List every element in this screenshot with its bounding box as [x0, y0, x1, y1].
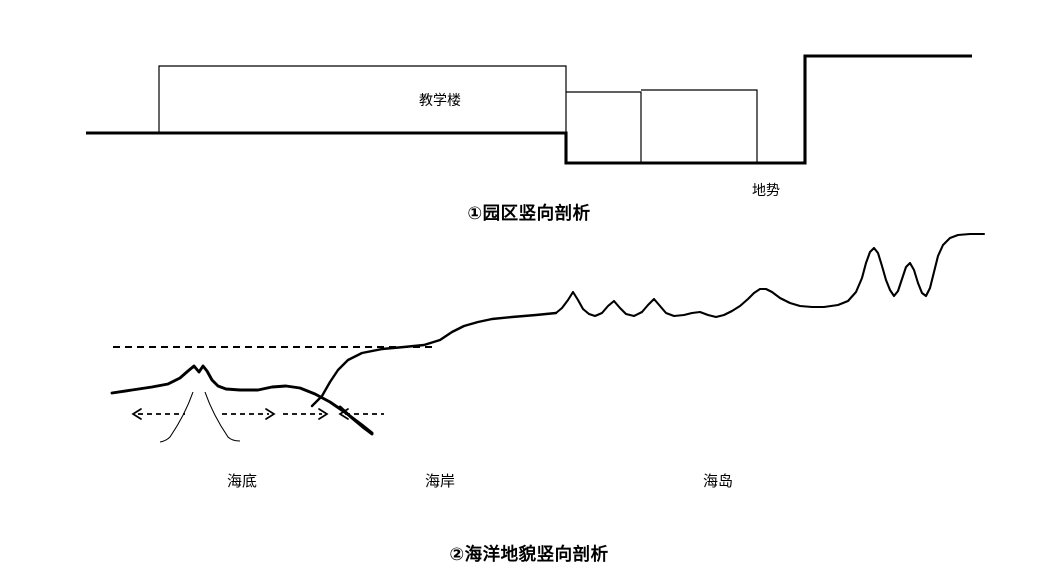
convergence-arrow-left	[338, 408, 384, 420]
terrain-ground-line	[86, 54, 972, 165]
seafloor-label: 海底	[226, 472, 258, 490]
marine-profile-caption: ②海洋地貌竖向剖析	[449, 545, 609, 565]
teaching-building-outline	[158, 65, 567, 133]
marine-profile-figure: 海底 海岸 海岛	[0, 218, 1058, 581]
spreading-arrow-right	[222, 408, 276, 420]
subducting-slab-line	[338, 405, 374, 436]
island-mountain-range-line	[554, 232, 986, 319]
continental-slope-line	[310, 311, 558, 408]
annex-building-outline-right	[641, 89, 758, 163]
magma-vent-line-left	[159, 391, 194, 443]
plate-motion-arrow-group	[131, 408, 384, 420]
island-label: 海岛	[702, 472, 734, 490]
convergence-arrow-right	[283, 408, 329, 420]
magma-vent-line-right	[204, 391, 241, 442]
spreading-arrow-left	[131, 408, 185, 420]
site-profile-caption: ①园区竖向剖析	[467, 204, 591, 224]
marine-profile-drawing	[110, 232, 986, 443]
site-vertical-profile-figure: 教学楼 地势	[0, 0, 1058, 236]
site-profile-drawing	[86, 54, 972, 165]
annex-building-outline-left	[566, 91, 642, 163]
teaching-building-label: 教学楼	[419, 93, 461, 109]
coast-label: 海岸	[424, 472, 456, 490]
terrain-label: 地势	[752, 183, 780, 199]
